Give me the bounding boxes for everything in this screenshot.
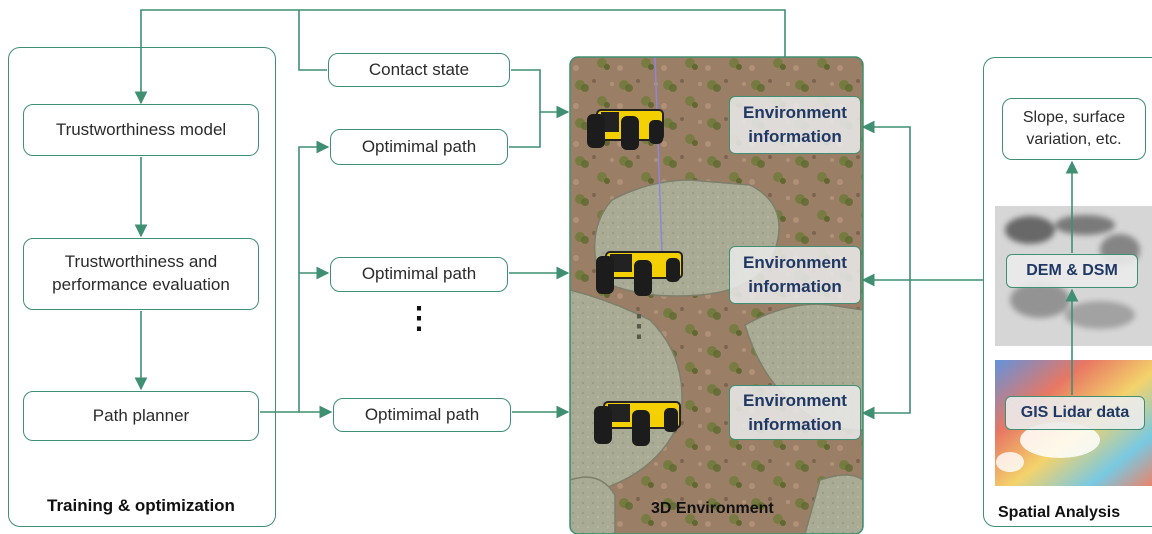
evaluation-box: Trustworthiness and performance evaluati… bbox=[23, 238, 259, 310]
robot-1 bbox=[587, 109, 664, 150]
optimal-path-box-1: Optimimal path bbox=[330, 129, 508, 165]
middle-ellipsis: ⋮ bbox=[404, 302, 434, 335]
environment-panel-title: 3D Environment bbox=[651, 500, 774, 517]
trustworthiness-model-box: Trustworthiness model bbox=[23, 104, 259, 156]
dem-dsm-box: DEM & DSM bbox=[1006, 254, 1138, 288]
training-panel-title: Training & optimization bbox=[47, 496, 235, 515]
environment-ellipsis: ⋮ bbox=[624, 310, 654, 343]
robot-3 bbox=[594, 401, 681, 446]
optimal-path-box-2: Optimimal path bbox=[330, 257, 508, 292]
path-planner-box: Path planner bbox=[23, 391, 259, 441]
spatial-analysis-title: Spatial Analysis bbox=[998, 504, 1121, 521]
environment-info-box-2: Environment information bbox=[729, 246, 861, 304]
environment-info-box-1: Environment information bbox=[729, 96, 861, 154]
environment-info-box-3: Environment information bbox=[729, 385, 861, 440]
robot-2 bbox=[596, 251, 683, 296]
gis-lidar-box: GIS Lidar data bbox=[1005, 396, 1145, 430]
contact-state-box: Contact state bbox=[328, 53, 510, 87]
optimal-path-box-3: Optimimal path bbox=[333, 398, 511, 432]
slope-box: Slope, surface variation, etc. bbox=[1002, 98, 1146, 160]
